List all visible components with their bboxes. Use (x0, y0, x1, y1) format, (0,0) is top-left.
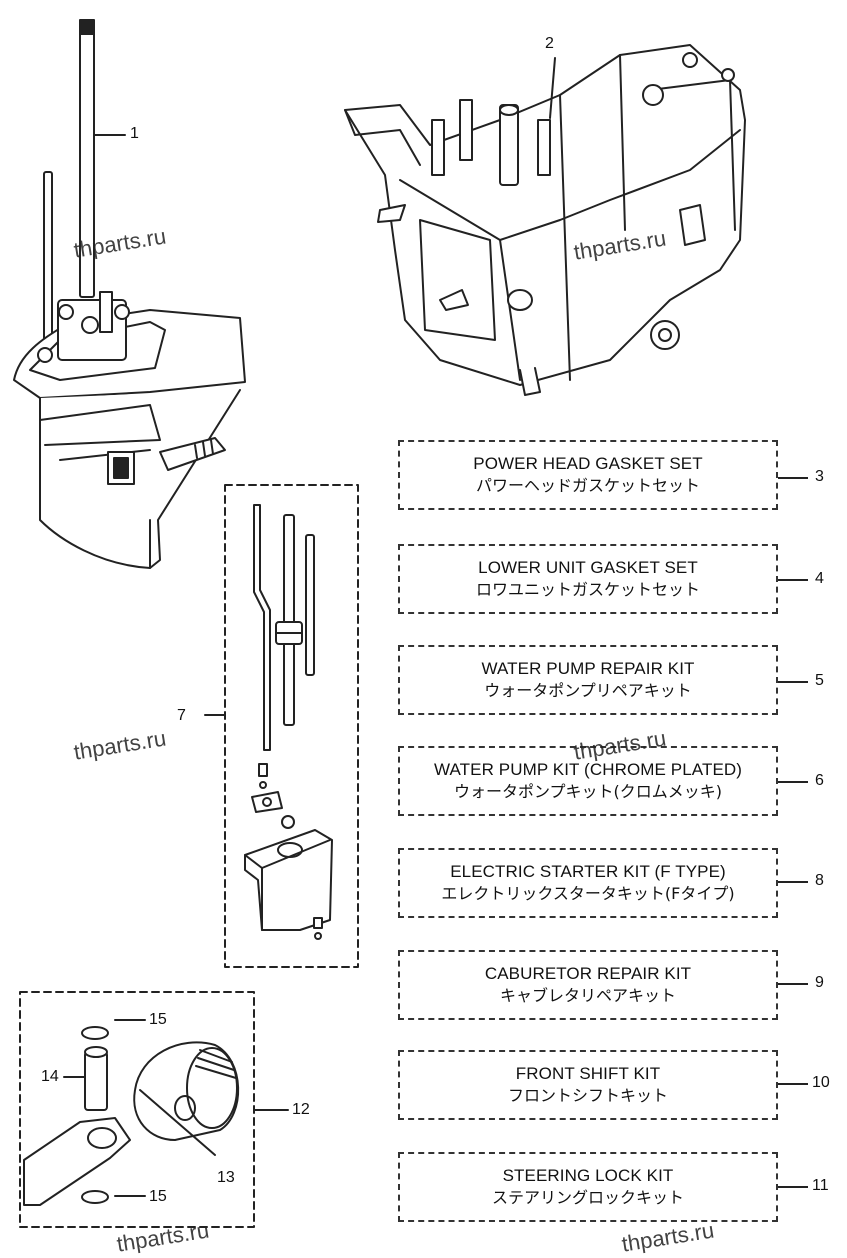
kit-name-jp: ロワユニットガスケットセット (475, 580, 700, 599)
callout-leader-lines (63, 57, 556, 1197)
callout-2: 2 (545, 35, 554, 52)
callout-10: 10 (812, 1074, 830, 1091)
callout-13: 13 (217, 1169, 235, 1186)
kit-name-en: POWER HEAD GASKET SET (473, 454, 703, 473)
kit-name-en: STEERING LOCK KIT (502, 1166, 674, 1185)
kit-name-en: LOWER UNIT GASKET SET (478, 558, 698, 577)
kit-leader-line (778, 1083, 808, 1085)
kit-name-en: CABURETOR REPAIR KIT (484, 964, 692, 983)
kit-name-en: WATER PUMP KIT (CHROME PLATED) (433, 760, 743, 779)
kit-name-en: FRONT SHIFT KIT (515, 1064, 661, 1083)
kit-box-water-pump-kit-chrome-plated: WATER PUMP KIT (CHROME PLATED) ウォータポンプキッ… (398, 746, 778, 816)
callout-3: 3 (815, 468, 824, 485)
kit-name-jp: エレクトリックスタータキット(Fタイプ) (441, 884, 735, 903)
kit-box-lower-unit-gasket-set: LOWER UNIT GASKET SET ロワユニットガスケットセット (398, 544, 778, 614)
callout-15-top: 15 (149, 1011, 167, 1028)
callout-8: 8 (815, 872, 824, 889)
kit-name-jp: ウォータポンプキット(クロムメッキ) (453, 782, 722, 801)
callout-11: 11 (812, 1177, 829, 1194)
kit-leader-line (778, 881, 808, 883)
kit-name-en: ELECTRIC STARTER KIT (F TYPE) (450, 862, 726, 881)
kit-box-steering-lock-kit: STEERING LOCK KIT ステアリングロックキット (398, 1152, 778, 1222)
callout-14: 14 (41, 1068, 59, 1085)
kit-name-jp: ステアリングロックキット (491, 1188, 684, 1207)
callout-1: 1 (130, 125, 139, 142)
kit-name-jp: パワーヘッドガスケットセット (475, 476, 700, 495)
callout-9: 9 (815, 974, 824, 991)
callout-5: 5 (815, 672, 824, 689)
kit-name-jp: フロントシフトキット (507, 1086, 668, 1105)
kit-leader-line (778, 1186, 808, 1188)
kit-name-jp: ウォータポンプリペアキット (484, 681, 692, 700)
part-2-power-head-drawing (344, 44, 746, 396)
kit-leader-line (778, 681, 808, 683)
kit-box-power-head-gasket-set: POWER HEAD GASKET SET パワーヘッドガスケットセット (398, 440, 778, 510)
callout-7: 7 (177, 707, 186, 724)
kit-name-en: WATER PUMP REPAIR KIT (481, 659, 695, 678)
kit-leader-line (778, 983, 808, 985)
kit-box-electric-starter-kit: ELECTRIC STARTER KIT (F TYPE) エレクトリックスター… (398, 848, 778, 918)
kit-leader-line (778, 477, 808, 479)
callout-15-bottom: 15 (149, 1188, 167, 1205)
callout-12: 12 (292, 1101, 310, 1118)
kit-box-water-pump-repair-kit: WATER PUMP REPAIR KIT ウォータポンプリペアキット (398, 645, 778, 715)
kit-name-jp: キャブレタリペアキット (499, 986, 676, 1005)
part-7-water-pump-kit-drawing (224, 484, 359, 968)
kit-box-caburetor-repair-kit: CABURETOR REPAIR KIT キャブレタリペアキット (398, 950, 778, 1020)
kit-leader-line (778, 781, 808, 783)
part-12-piston-kit-drawing (19, 991, 255, 1228)
callout-4: 4 (815, 570, 824, 587)
kit-box-front-shift-kit: FRONT SHIFT KIT フロントシフトキット (398, 1050, 778, 1120)
part-1-lower-unit-drawing (13, 19, 246, 569)
kit-leader-line (778, 579, 808, 581)
callout-6: 6 (815, 772, 824, 789)
